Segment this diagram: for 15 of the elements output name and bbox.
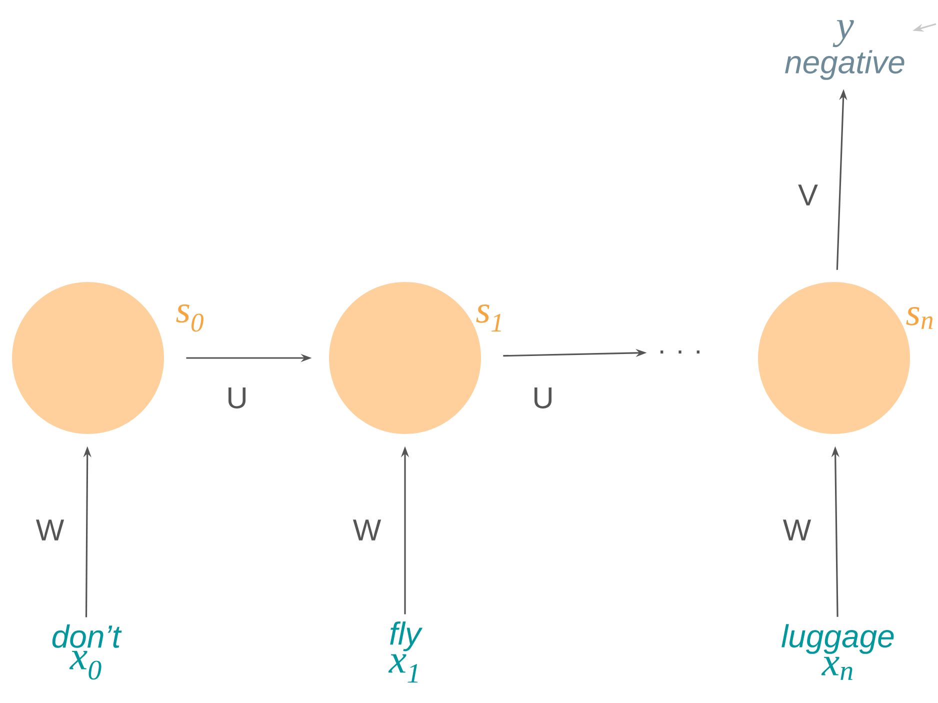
edge-label: W bbox=[34, 518, 66, 542]
output-label: y negative bbox=[785, 20, 904, 80]
circle bbox=[12, 282, 164, 434]
ellipsis: . . . bbox=[660, 350, 700, 354]
input-word: luggage x$_{n}$ bbox=[782, 624, 894, 680]
input-word: don’t x$_{0}$ bbox=[52, 624, 122, 680]
state-label: s$_{0}$ bbox=[176, 304, 204, 332]
edge-label: U bbox=[531, 386, 555, 410]
edge-label: W bbox=[782, 518, 812, 542]
edge-label: V bbox=[797, 184, 819, 206]
input-word: fly x$_{1}$ bbox=[388, 621, 423, 683]
edge-label: U bbox=[225, 386, 249, 410]
state-label: s$_{1}$ bbox=[476, 304, 501, 332]
state-label: s$_{n}$ bbox=[906, 307, 933, 329]
edge-label: W bbox=[352, 518, 382, 542]
